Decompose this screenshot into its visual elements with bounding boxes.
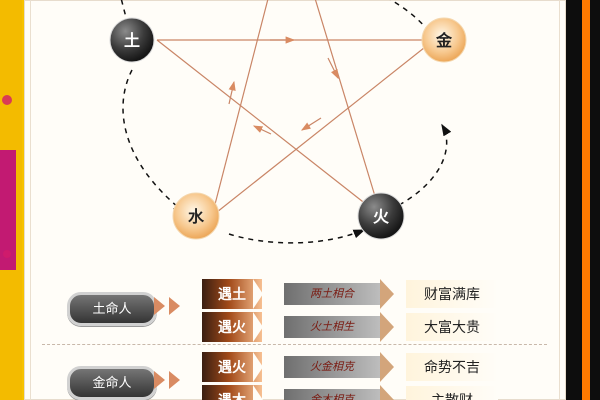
relation-label: 火金相克 xyxy=(284,352,394,382)
fire-label: 火 xyxy=(373,208,390,226)
meet-label: 遇火 xyxy=(202,352,263,382)
metal-person-button: 金命人 xyxy=(67,366,157,400)
left-magenta-panel xyxy=(0,150,16,270)
metal-label: 金 xyxy=(435,31,453,50)
double-arrow-icon xyxy=(154,371,165,389)
content-card: 土 金 水 火 土命人 遇土 两土相合 财富满库 遇火 火 xyxy=(24,0,566,400)
relation-label: 火土相生 xyxy=(284,312,394,342)
decorative-dot xyxy=(3,250,11,258)
fire-node: 火 xyxy=(357,192,405,240)
decorative-dot xyxy=(2,95,12,105)
relation-label: 两土相合 xyxy=(284,279,394,309)
meet-label: 遇土 xyxy=(202,279,263,309)
star-lines xyxy=(156,0,435,217)
meet-label: 遇木 xyxy=(202,385,263,400)
outer-circle-paths xyxy=(120,0,452,244)
earth-label: 土 xyxy=(124,31,140,50)
section-separator xyxy=(42,344,547,345)
fortune-result: 命势不吉 xyxy=(406,353,498,381)
five-elements-diagram: 土 金 水 火 xyxy=(109,0,467,244)
double-arrow-icon xyxy=(169,371,180,389)
earth-node: 土 xyxy=(109,17,155,63)
relation-label: 金木相克 xyxy=(284,385,394,400)
metal-node: 金 xyxy=(421,17,467,63)
meet-label: 遇火 xyxy=(202,312,263,342)
fortune-result: 大富大贵 xyxy=(406,313,498,341)
water-node: 水 xyxy=(172,192,220,240)
right-orange-bar xyxy=(582,0,590,400)
fortune-result: 财富满库 xyxy=(406,280,498,308)
fortune-table: 土命人 遇土 两土相合 财富满库 遇火 火土相生 大富大贵 金命人 遇火 火金相… xyxy=(24,266,566,400)
double-arrow-icon xyxy=(154,297,165,315)
fortune-result: 主散财 xyxy=(406,386,498,400)
water-label: 水 xyxy=(188,207,205,226)
earth-person-button: 土命人 xyxy=(67,292,157,326)
double-arrow-icon xyxy=(169,297,180,315)
